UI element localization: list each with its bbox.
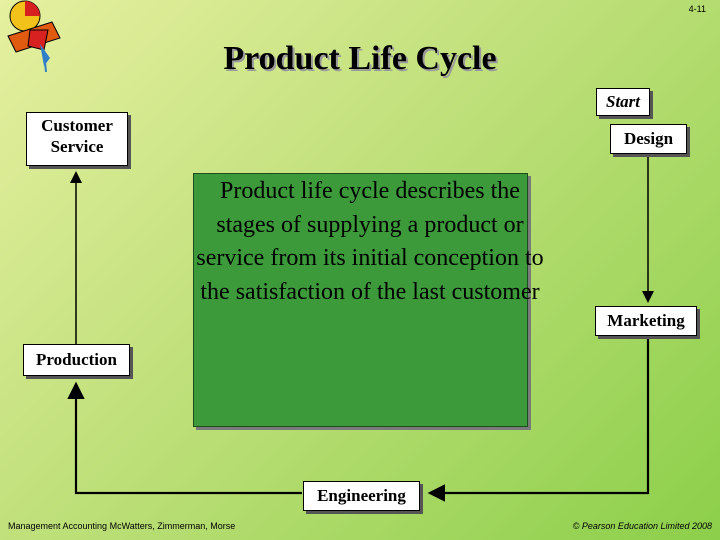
node-production-label: Production: [36, 350, 117, 369]
slide-title: Product Life Cycle: [223, 40, 497, 77]
node-customer-service-label: Customer Service: [41, 116, 113, 157]
node-design: Design: [610, 124, 687, 154]
description-text: Product life cycle describes the stages …: [196, 178, 544, 305]
node-production: Production: [23, 344, 130, 376]
logo-icon: [7, 0, 61, 73]
node-design-label: Design: [623, 129, 674, 148]
footer-citation: Management Accounting McWatters, Zimmerm…: [8, 521, 236, 531]
footer-copyright: © Pearson Education Limited 2008: [572, 521, 712, 531]
start-label: Start: [596, 88, 650, 116]
node-customer-service: Customer Service: [26, 112, 128, 166]
description-box: [193, 173, 528, 427]
slide-number: 4-11: [688, 4, 706, 14]
node-engineering-label: Engineering: [317, 486, 406, 505]
node-engineering: Engineering: [303, 481, 420, 511]
node-marketing-label: Marketing: [607, 311, 685, 330]
node-marketing: Marketing: [595, 306, 697, 336]
